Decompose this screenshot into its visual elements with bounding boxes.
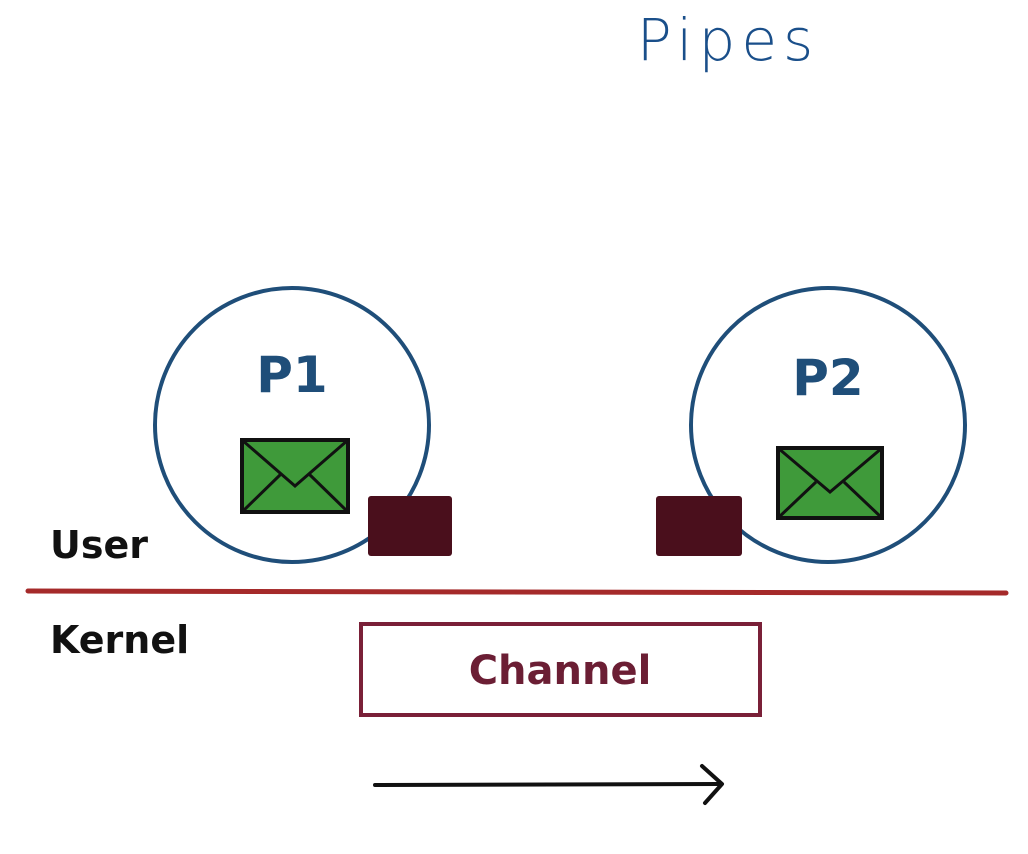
process-p1-circle bbox=[153, 286, 431, 564]
diagram-title: Pipes bbox=[637, 6, 820, 74]
kernel-layer-label: Kernel bbox=[50, 618, 189, 662]
arrow-right-icon bbox=[373, 764, 724, 805]
process-p2-label: P2 bbox=[792, 349, 863, 407]
kernel-channel-box bbox=[359, 622, 762, 717]
process-p1-pipe-port bbox=[368, 496, 452, 556]
user-kernel-divider bbox=[25, 588, 1009, 596]
process-p2-circle bbox=[689, 286, 967, 564]
process-p1-label: P1 bbox=[256, 346, 327, 404]
channel-label: Channel bbox=[469, 648, 652, 694]
user-layer-label: User bbox=[50, 523, 148, 567]
process-p2-pipe-port bbox=[656, 496, 742, 556]
envelope-icon bbox=[240, 438, 350, 514]
envelope-icon bbox=[776, 446, 884, 520]
